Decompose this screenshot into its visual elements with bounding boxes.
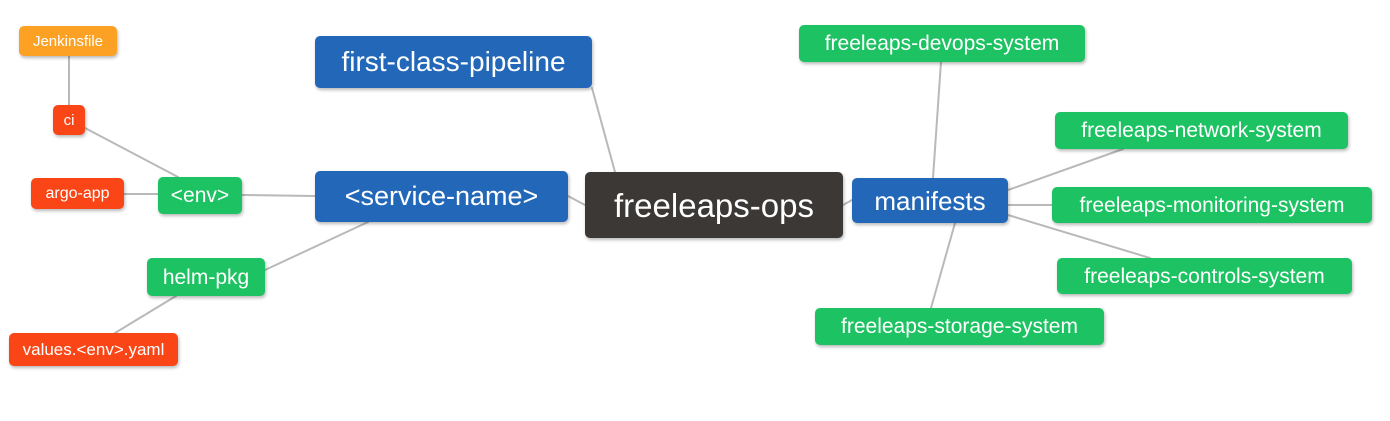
- edge-freeleaps-ops-to-manifests: [842, 199, 853, 206]
- node-helm-pkg[interactable]: helm-pkg: [147, 258, 265, 296]
- node-label-ci: ci: [63, 111, 75, 129]
- edge-manifests-to-freeleaps-network-system: [1007, 148, 1124, 191]
- edge-helm-pkg-to-values-env-yaml: [114, 295, 177, 334]
- node-values-env-yaml[interactable]: values.<env>.yaml: [9, 333, 178, 366]
- node-freeleaps-network-system[interactable]: freeleaps-network-system: [1055, 112, 1348, 149]
- node-label-freeleaps-storage-system: freeleaps-storage-system: [841, 315, 1078, 338]
- node-label-jenkinsfile: Jenkinsfile: [32, 32, 104, 50]
- node-freeleaps-ops[interactable]: freeleaps-ops: [585, 172, 843, 238]
- node-freeleaps-controls-system[interactable]: freeleaps-controls-system: [1057, 258, 1352, 294]
- node-freeleaps-storage-system[interactable]: freeleaps-storage-system: [815, 308, 1104, 345]
- node-label-argo-app: argo-app: [45, 184, 110, 202]
- node-label-values-env-yaml: values.<env>.yaml: [22, 340, 165, 359]
- edge-service-name-to-helm-pkg: [264, 221, 369, 271]
- node-label-manifests: manifests: [874, 185, 986, 216]
- node-label-first-class-pipeline: first-class-pipeline: [341, 46, 566, 77]
- node-label-service-name: <service-name>: [344, 181, 539, 211]
- node-jenkinsfile[interactable]: Jenkinsfile: [19, 26, 117, 56]
- edge-manifests-to-freeleaps-storage-system: [930, 222, 956, 309]
- node-label-freeleaps-ops: freeleaps-ops: [614, 186, 814, 224]
- node-label-freeleaps-monitoring-system: freeleaps-monitoring-system: [1079, 193, 1345, 217]
- node-env[interactable]: <env>: [158, 177, 242, 214]
- node-manifests[interactable]: manifests: [852, 178, 1008, 223]
- node-argo-app[interactable]: argo-app: [31, 178, 124, 209]
- node-freeleaps-monitoring-system[interactable]: freeleaps-monitoring-system: [1052, 187, 1372, 223]
- node-label-freeleaps-network-system: freeleaps-network-system: [1081, 119, 1322, 142]
- node-freeleaps-devops-system[interactable]: freeleaps-devops-system: [799, 25, 1085, 62]
- node-ci[interactable]: ci: [53, 105, 85, 135]
- edge-freeleaps-ops-to-service-name: [567, 195, 586, 206]
- node-label-helm-pkg: helm-pkg: [162, 265, 250, 289]
- node-label-env: <env>: [170, 184, 230, 207]
- node-label-freeleaps-controls-system: freeleaps-controls-system: [1084, 264, 1325, 288]
- edge-manifests-to-freeleaps-devops-system: [932, 61, 942, 179]
- edge-freeleaps-ops-to-first-class-pipeline: [591, 87, 616, 173]
- node-service-name[interactable]: <service-name>: [315, 171, 568, 222]
- node-label-freeleaps-devops-system: freeleaps-devops-system: [824, 32, 1060, 55]
- edge-service-name-to-env: [241, 194, 316, 197]
- node-first-class-pipeline[interactable]: first-class-pipeline: [315, 36, 592, 88]
- edge-env-to-ci: [84, 127, 179, 178]
